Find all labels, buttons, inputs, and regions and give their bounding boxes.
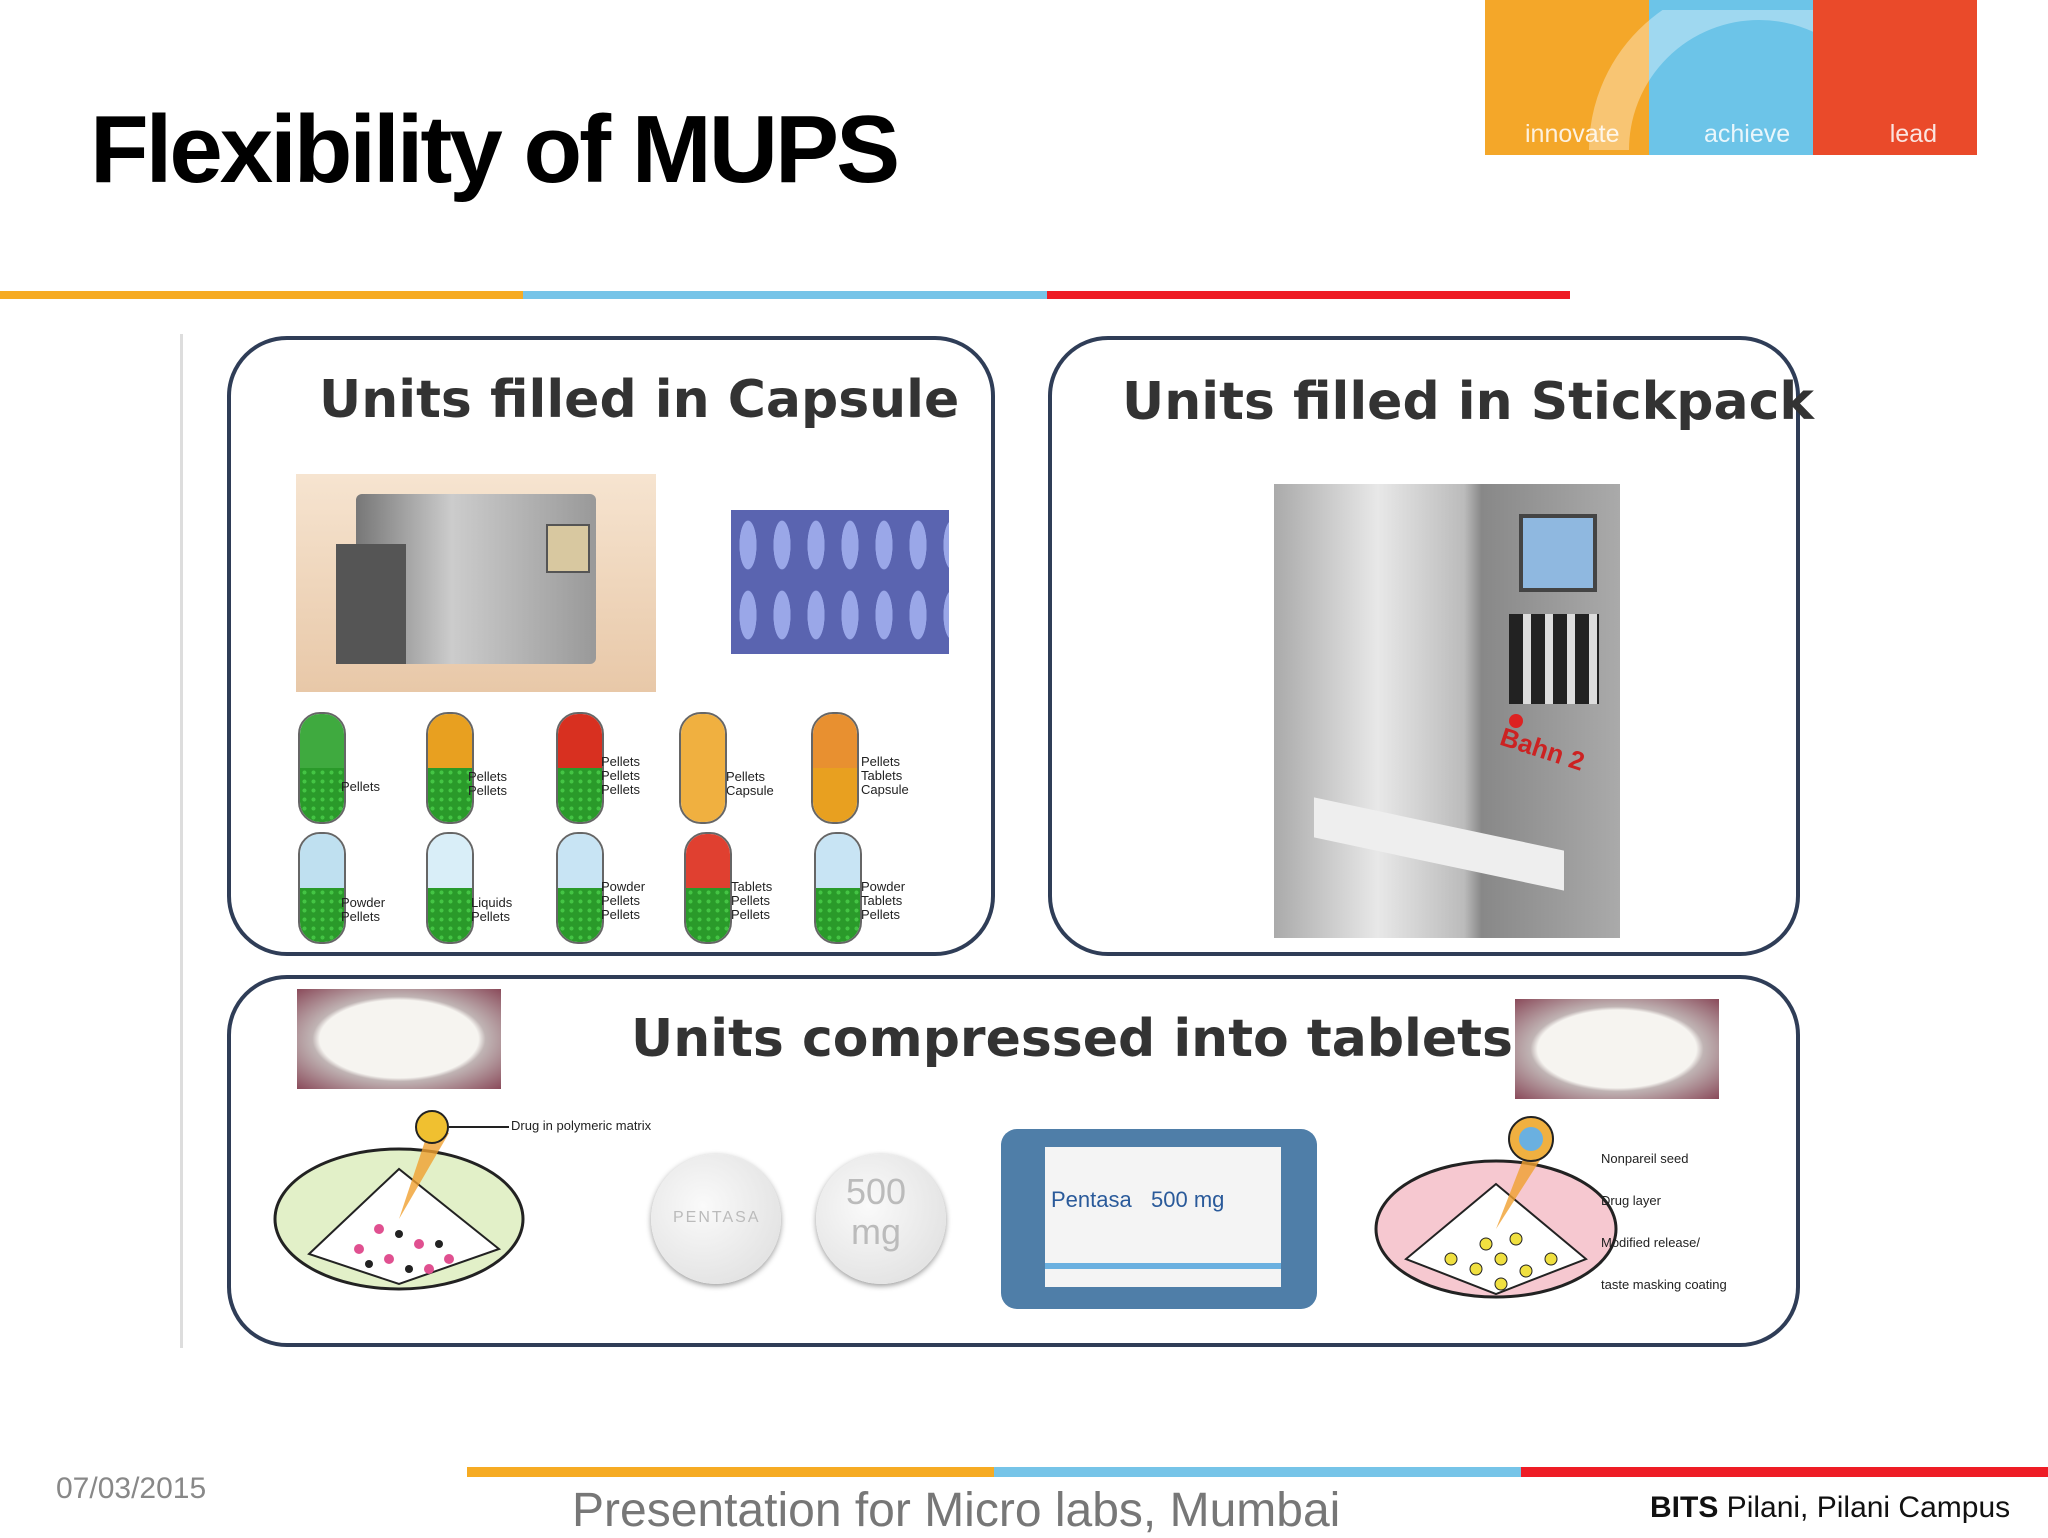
capsule-diagram bbox=[556, 712, 604, 824]
title-divider bbox=[0, 291, 1570, 299]
logo-word-lead: lead bbox=[1889, 120, 1937, 148]
capsule-label: Powder Pellets bbox=[341, 895, 386, 924]
footer-campus-name: Pilani, Pilani Campus bbox=[1718, 1491, 2011, 1524]
footer-bits: BITS bbox=[1650, 1491, 1719, 1524]
image-frame-edge bbox=[180, 334, 183, 1348]
capsule-machine-photo bbox=[296, 474, 656, 692]
capsule-diagram bbox=[298, 712, 346, 824]
capsule-label: Pellets Tablets Capsule bbox=[861, 754, 909, 797]
capsule-label: Pellets Pellets bbox=[468, 769, 508, 798]
capsule-label: Powder Tablets Pellets bbox=[861, 879, 906, 922]
capsule-label: Powder Pellets Pellets bbox=[601, 879, 646, 922]
coating-notes: Nonpareil seed Drug layer Modified relea… bbox=[1601, 1151, 1727, 1292]
capsule-diagram bbox=[684, 832, 732, 944]
machine-label: Bahn 2 bbox=[1496, 721, 1589, 777]
matrix-tablet-diagram bbox=[273, 1110, 525, 1291]
capsule-diagram bbox=[679, 712, 727, 824]
logo-word-achieve: achieve bbox=[1704, 120, 1791, 148]
tablet-pentasa: PENTASA bbox=[651, 1154, 781, 1284]
footer-presentation-title: Presentation for Micro labs, Mumbai bbox=[572, 1484, 1341, 1537]
capsule-diagram bbox=[811, 712, 859, 824]
capsule-label: Tablets Pellets Pellets bbox=[731, 879, 773, 922]
panel-capsule: Units filled in Capsule Pellets Pellets … bbox=[227, 336, 995, 956]
tablet-surface-photo-left bbox=[297, 989, 501, 1089]
panel-capsule-title: Units filled in Capsule bbox=[319, 370, 960, 430]
logo-segment-blue: achieve bbox=[1589, 0, 1929, 155]
logo-segment-red: lead bbox=[1813, 0, 1977, 155]
capsule-label: Pellets Capsule bbox=[726, 769, 774, 798]
panel-tablets: Units compressed into tablets Drug in po… bbox=[227, 975, 1800, 1347]
capsule-diagram bbox=[556, 832, 604, 944]
capsule-diagram bbox=[298, 832, 346, 944]
capsule-label: Pellets bbox=[341, 779, 381, 794]
bits-logo: innovate achieve lead bbox=[1485, 0, 1977, 155]
tablet-surface-photo-right bbox=[1515, 999, 1719, 1099]
logo-segment-orange: innovate bbox=[1485, 0, 1649, 155]
capsule-diagram bbox=[426, 832, 474, 944]
footer-campus: BITS Pilani, Pilani Campus bbox=[1650, 1491, 2010, 1525]
pentasa-box-photo: Pentasa 500 mg bbox=[1001, 1129, 1317, 1309]
capsule-diagram bbox=[814, 832, 862, 944]
capsules-closeup-photo bbox=[731, 510, 949, 654]
matrix-note: Drug in polymeric matrix bbox=[511, 1118, 652, 1133]
panel-stickpack: Units filled in Stickpack Bahn 2 bbox=[1048, 336, 1814, 956]
footer-divider bbox=[467, 1467, 2048, 1477]
capsule-label: Pellets Pellets Pellets bbox=[601, 754, 641, 797]
logo-word-innovate: innovate bbox=[1525, 120, 1620, 148]
stickpack-machine-photo: Bahn 2 bbox=[1274, 484, 1620, 938]
panel-stickpack-title: Units filled in Stickpack bbox=[1122, 372, 1814, 432]
tablet-500mg: 500 mg bbox=[816, 1154, 946, 1284]
panel-tablets-title: Units compressed into tablets bbox=[631, 1009, 1513, 1069]
coated-pellet-tablet-diagram bbox=[1374, 1116, 1618, 1299]
box-brand: Pentasa bbox=[1051, 1187, 1132, 1212]
capsule-diagram bbox=[426, 712, 474, 824]
footer-date: 07/03/2015 bbox=[56, 1472, 207, 1505]
capsule-label: Liquids Pellets bbox=[471, 895, 513, 924]
slide-title: Flexibility of MUPS bbox=[90, 96, 900, 203]
box-strength: 500 mg bbox=[1151, 1187, 1225, 1212]
